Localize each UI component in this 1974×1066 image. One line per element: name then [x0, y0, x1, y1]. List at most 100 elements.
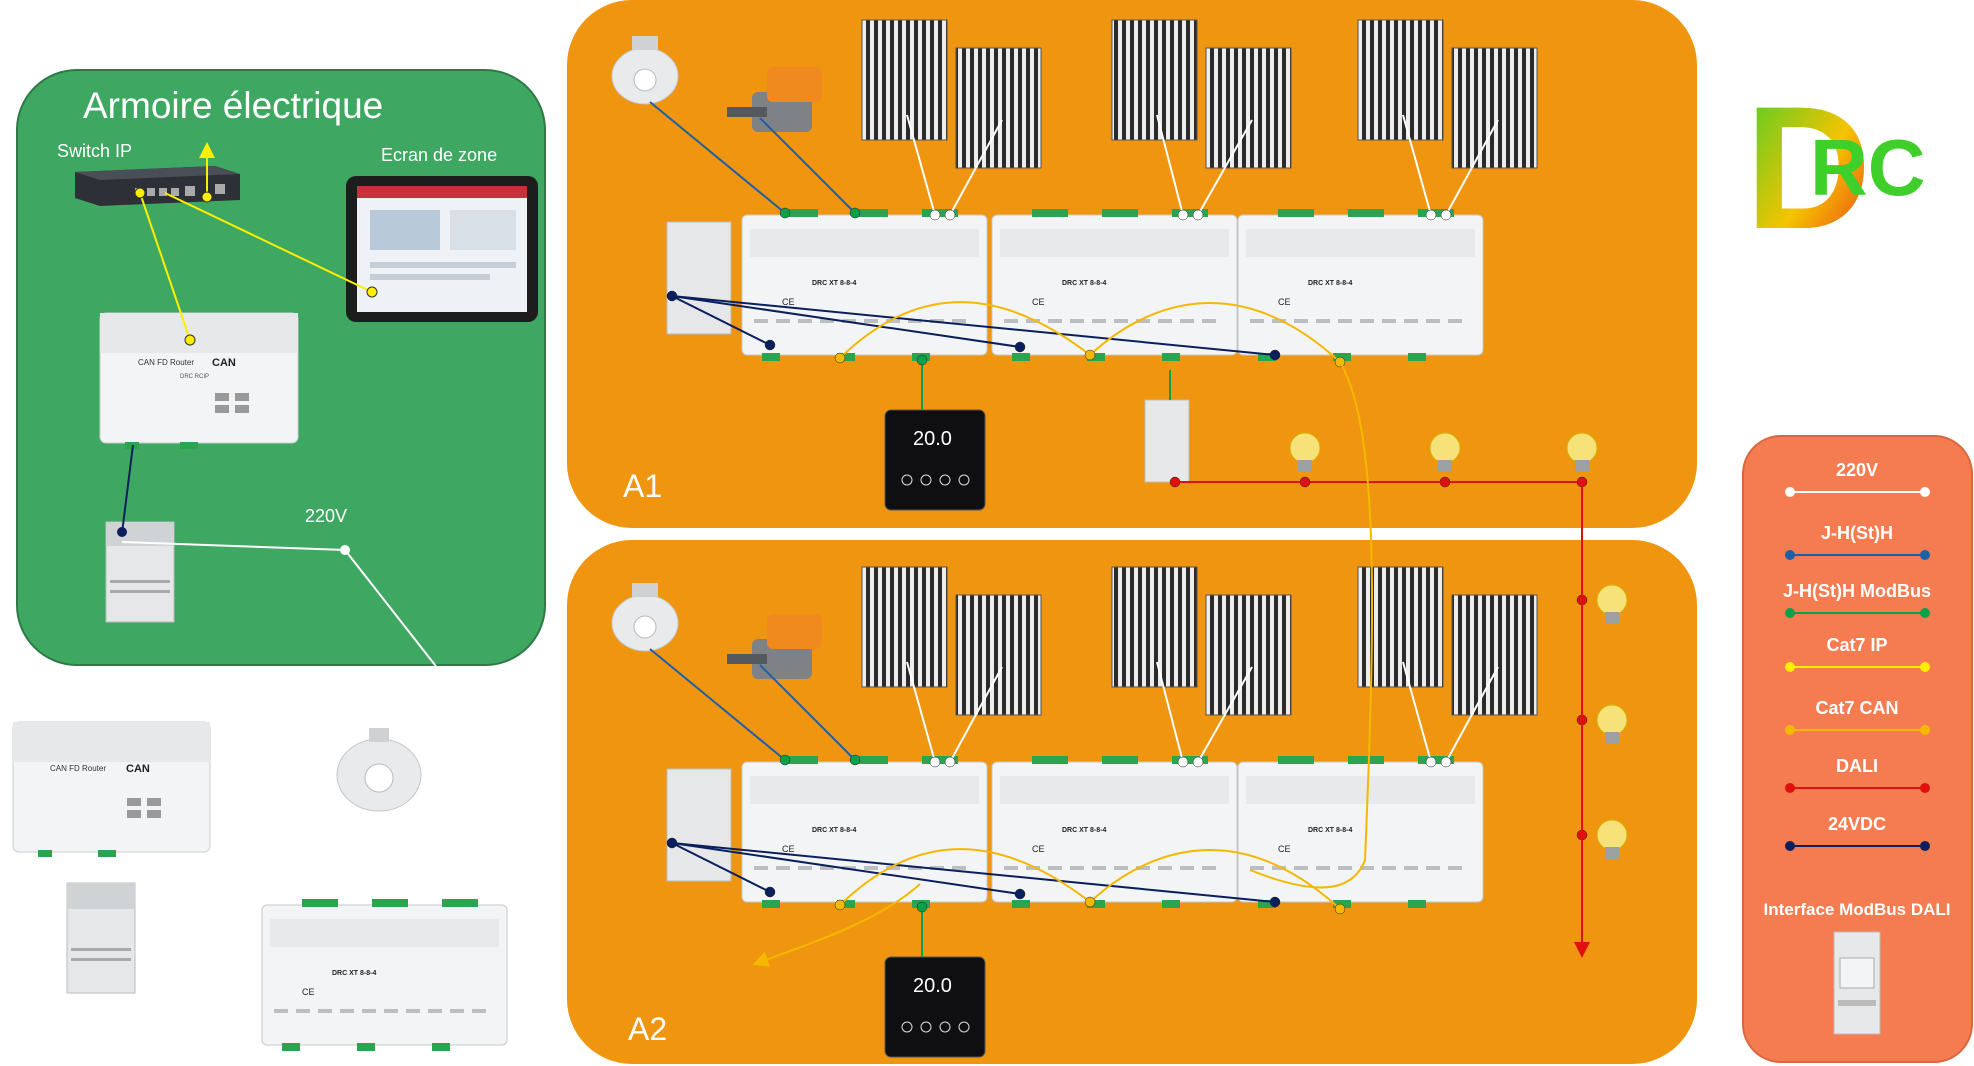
legend-endpoint	[1785, 662, 1795, 672]
dali-lamp-a1-3	[1566, 432, 1598, 472]
blind-a1-6	[1451, 47, 1538, 169]
legend-item-label: DALI	[1836, 756, 1878, 776]
legend-item-label: J-H(St)H	[1821, 523, 1893, 543]
legend-endpoint	[1920, 725, 1930, 735]
loose-can-router: CAN FD Router CAN	[12, 721, 211, 857]
legend-endpoint	[1785, 608, 1795, 618]
valve-actuator-a2	[727, 614, 822, 679]
dali-lamp-a2-1	[1596, 584, 1628, 624]
module-ce-mark: CE	[302, 987, 315, 997]
logo-letter-d: D	[1745, 71, 1871, 266]
module-name: DRC XT 8-8-4	[1062, 827, 1106, 834]
cabinet-voltage-label: 220V	[305, 506, 347, 526]
loose-router-text: CAN FD Router	[50, 764, 106, 773]
presence-sensor-a1	[611, 36, 679, 105]
legend-endpoint	[1920, 608, 1930, 618]
switch-label: Switch IP	[57, 141, 132, 161]
ip-switch	[75, 166, 240, 206]
drc-module-a2-3: DRC XT 8-8-4CE	[1237, 756, 1484, 908]
legend-endpoint	[1785, 783, 1795, 793]
zone-a2-label: A2	[628, 1011, 667, 1047]
thermostat-a1: 20.0	[884, 409, 986, 511]
legend-item: J-H(St)H	[1785, 523, 1930, 560]
module-name: DRC XT 8-8-4	[1308, 280, 1352, 287]
drc-logo: D RC	[1745, 71, 1926, 266]
legend-item: 24VDC	[1785, 814, 1930, 851]
module-name: DRC XT 8-8-4	[812, 280, 856, 287]
legend-item: Cat7 IP	[1785, 635, 1930, 672]
thermostat-a2: 20.0	[884, 956, 986, 1058]
blind-a1-1	[861, 19, 948, 141]
a1-dali-wire	[1175, 481, 1590, 958]
drc-module-a1-3: DRC XT 8-8-4CE	[1237, 209, 1484, 361]
zone-screen	[346, 176, 538, 322]
router-text: CAN FD Router	[138, 358, 194, 367]
power-supply-a1	[666, 221, 732, 335]
module-ce-mark: CE	[1278, 844, 1291, 854]
legend-item-label: 220V	[1836, 460, 1878, 480]
legend-item-label: Cat7 IP	[1826, 635, 1887, 655]
legend-item-label: J-H(St)H ModBus	[1783, 581, 1931, 601]
can-bus-a1-a2	[1249, 361, 1374, 889]
module-ce-mark: CE	[1032, 844, 1045, 854]
cabinet-24vdc-wire	[121, 444, 134, 534]
legend-endpoint	[1785, 487, 1795, 497]
legend-item-label: 24VDC	[1828, 814, 1886, 834]
module-ce-mark: CE	[782, 297, 795, 307]
thermostat-reading: 20.0	[913, 428, 952, 450]
blind-a2-4	[1205, 594, 1292, 716]
dali-lamp-a2-3	[1596, 819, 1628, 859]
legend-interface-label: Interface ModBus DALI	[1763, 900, 1950, 919]
legend-endpoint	[1920, 550, 1930, 560]
drc-module-a2-2: DRC XT 8-8-4CE	[991, 756, 1238, 908]
can-bus-out	[752, 883, 921, 967]
loose-drc-module: DRC XT 8-8-4CE	[261, 899, 508, 1051]
cabinet-cat7-ip-wire-screen	[164, 192, 373, 293]
legend-item-label: Cat7 CAN	[1815, 698, 1898, 718]
router-can-text: CAN	[212, 357, 236, 369]
loose-router-can-text: CAN	[126, 763, 150, 775]
legend-endpoint	[1920, 783, 1930, 793]
screen-label: Ecran de zone	[381, 145, 497, 165]
module-ce-mark: CE	[1032, 297, 1045, 307]
blind-a2-2	[955, 594, 1042, 716]
loose-power-supply	[66, 882, 136, 994]
logo-letters-rc: RC	[1810, 123, 1926, 212]
modbus-dali-interface-a1	[1144, 399, 1190, 483]
legend-item: Cat7 CAN	[1785, 698, 1930, 735]
presence-sensor-a2	[611, 583, 679, 652]
blind-a1-3	[1111, 19, 1198, 141]
blind-a2-1	[861, 566, 948, 688]
blind-a2-6	[1451, 594, 1538, 716]
legend-endpoint	[1785, 550, 1795, 560]
blind-a2-3	[1111, 566, 1198, 688]
legend-endpoint	[1785, 841, 1795, 851]
dali-lamp-a2-2	[1596, 704, 1628, 744]
zone-a1-label: A1	[623, 468, 662, 504]
module-ce-mark: CE	[782, 844, 795, 854]
can-fd-router: CAN FD Router CAN DRC RCIP	[99, 312, 299, 449]
cabinet-cat7-ip-wire	[139, 192, 191, 341]
legend-item: J-H(St)H ModBus	[1783, 581, 1931, 618]
dali-lamp-a1-2	[1429, 432, 1461, 472]
blind-a1-2	[955, 47, 1042, 169]
module-name: DRC XT 8-8-4	[1308, 827, 1352, 834]
legend-item: DALI	[1785, 756, 1930, 793]
module-name: DRC XT 8-8-4	[812, 827, 856, 834]
power-supply-a2	[666, 768, 732, 882]
thermostat-reading: 20.0	[913, 975, 952, 997]
legend-endpoint	[1920, 487, 1930, 497]
module-name: DRC XT 8-8-4	[1062, 280, 1106, 287]
legend-endpoint	[1920, 662, 1930, 672]
dali-lamp-a1-1	[1289, 432, 1321, 472]
module-ce-mark: CE	[1278, 297, 1291, 307]
cabinet-title: Armoire électrique	[83, 85, 383, 126]
blind-a1-5	[1357, 19, 1444, 141]
module-name: DRC XT 8-8-4	[332, 970, 376, 977]
blind-a1-4	[1205, 47, 1292, 169]
legend-endpoint	[1920, 841, 1930, 851]
